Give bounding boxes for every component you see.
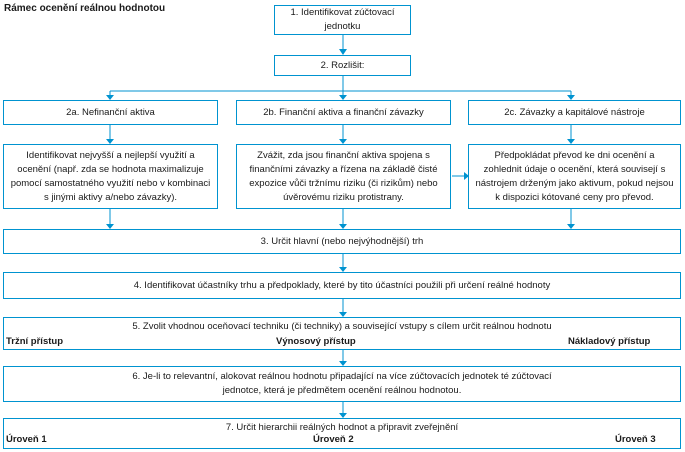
step-7-box: 7. Určit hierarchii reálných hodnot a př…: [3, 418, 681, 449]
step-3-text: 3. Určit hlavní (nebo nejvýhodnější) trh: [260, 235, 424, 247]
market-approach-label: Tržní přístup: [6, 336, 63, 347]
column-c-text-box: Předpokládat převod ke dni ocenění a zoh…: [468, 144, 681, 209]
step-4-text: 4. Identifikovat účastníky trhu a předpo…: [133, 279, 551, 291]
level-1-label: Úroveň 1: [6, 434, 47, 445]
column-b-text-box: Zvážit, zda jsou finanční aktiva spojena…: [236, 144, 451, 209]
column-a-heading-box: 2a. Nefinanční aktiva: [3, 100, 218, 125]
step-5-box: 5. Zvolit vhodnou oceňovací techniku (či…: [3, 317, 681, 350]
step-7-text: 7. Určit hierarchii reálných hodnot a př…: [225, 422, 459, 433]
column-b-text: Zvážit, zda jsou finanční aktiva spojena…: [249, 149, 438, 203]
step-1-text: 1. Identifikovat zúčtovací jednotku: [290, 7, 395, 32]
column-c-heading-box: 2c. Závazky a kapitálové nástroje: [468, 100, 681, 125]
level-2-label: Úroveň 2: [313, 434, 354, 445]
income-approach-label: Výnosový přístup: [276, 336, 356, 347]
step-6-text: 6. Je-li to relevantní, alokovat reálnou…: [132, 371, 552, 396]
step-6-box: 6. Je-li to relevantní, alokovat reálnou…: [3, 366, 681, 402]
column-a-text: Identifikovat nejvyšší a nejlepší využit…: [10, 149, 211, 203]
column-a-text-box: Identifikovat nejvyšší a nejlepší využit…: [3, 144, 218, 209]
column-c-heading: 2c. Závazky a kapitálové nástroje: [504, 106, 645, 118]
column-b-heading: 2b. Finanční aktiva a finanční závazky: [263, 106, 424, 118]
cost-approach-label: Nákladový přístup: [568, 336, 651, 347]
step-5-text: 5. Zvolit vhodnou oceňovací techniku (či…: [132, 321, 552, 332]
column-b-heading-box: 2b. Finanční aktiva a finanční závazky: [236, 100, 451, 125]
level-3-label: Úroveň 3: [615, 434, 656, 445]
diagram-title: Rámec ocenění reálnou hodnotou: [4, 3, 166, 14]
step-2-text: 2. Rozlišit:: [320, 59, 365, 71]
step-3-box: 3. Určit hlavní (nebo nejvýhodnější) trh: [3, 229, 681, 254]
step-1-box: 1. Identifikovat zúčtovací jednotku: [274, 5, 411, 35]
step-4-box: 4. Identifikovat účastníky trhu a předpo…: [3, 272, 681, 299]
column-a-heading: 2a. Nefinanční aktiva: [66, 106, 155, 118]
column-c-text: Předpokládat převod ke dni ocenění a zoh…: [475, 149, 674, 203]
step-2-box: 2. Rozlišit:: [274, 55, 411, 76]
